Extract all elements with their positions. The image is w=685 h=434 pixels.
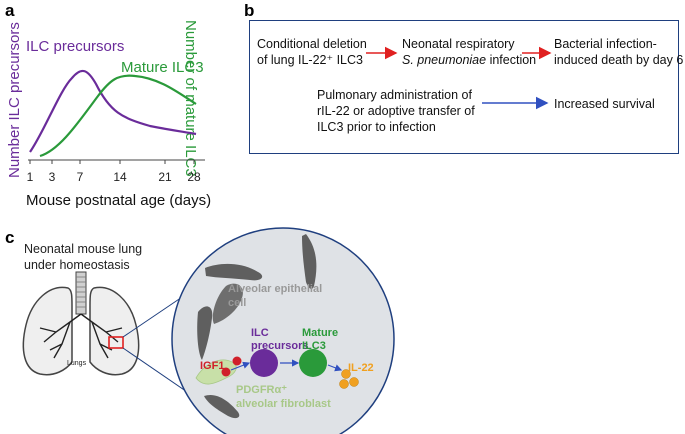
x-tick-28: 28: [187, 170, 201, 184]
panel-b-frame: [249, 20, 679, 154]
panel-c-title: Neonatal mouse lung under homeostasis: [24, 242, 143, 272]
left-lung: [22, 286, 73, 376]
mature-cell: [299, 349, 327, 377]
series-label-mature: Mature ILC3: [121, 59, 204, 76]
panel-b-arrows: [366, 46, 552, 110]
panel-label-a: a: [5, 1, 15, 20]
x-axis-label: Mouse postnatal age (days): [26, 192, 212, 209]
il22-label: IL-22: [348, 362, 374, 374]
panel-label-c: c: [5, 228, 15, 247]
x-tick-1: 1: [27, 170, 34, 184]
fibroblast-label: PDGFRα⁺ alveolar fibroblast: [236, 384, 331, 410]
deletion-text: Conditional deletion of lung IL-22⁺ ILC3: [257, 37, 367, 67]
series-label-precursors: ILC precursors: [26, 38, 125, 55]
x-tick-21: 21: [158, 170, 172, 184]
il22-dot-3: [349, 377, 359, 387]
mature-ilc3-label: Mature ILC3: [302, 327, 339, 352]
growth-chart: 1 3 7 14 21 28: [27, 69, 205, 184]
secretion-arrow: [327, 364, 343, 372]
igf1-label: IGF1: [200, 360, 225, 372]
epithelial-cell-left: [197, 306, 213, 360]
death-text: Bacterial infection- induced death by da…: [554, 37, 684, 67]
panel-label-b: b: [244, 1, 255, 20]
fibroblast-cell: [195, 359, 237, 385]
lungs-label: Lungs: [67, 360, 87, 367]
infection-text: Neonatal respiratory S. pneumoniae infec…: [402, 37, 537, 67]
x-tick-3: 3: [49, 170, 56, 184]
epithelial-cell-bottom: [204, 394, 240, 419]
il22-dot-2: [339, 379, 349, 389]
il22-dot-1: [341, 369, 351, 379]
epithelial-cell-top: [205, 263, 263, 281]
precursor-cell: [250, 349, 278, 377]
precursors-curve: [29, 69, 197, 153]
x-tick-14: 14: [113, 170, 127, 184]
alveolar-epithelial-label: Alveolar epithelial cell: [228, 283, 323, 309]
survival-text: Increased survival: [554, 97, 655, 111]
zoom-region-marker: [108, 336, 124, 349]
igf1-arrow: [230, 361, 251, 371]
igf1-dot-2: [232, 356, 242, 366]
x-tick-marks: [29, 160, 195, 164]
igf1-dot-1: [221, 367, 231, 377]
right-lung: [89, 286, 140, 376]
lungs-illustration: [22, 271, 140, 376]
mature-curve: [39, 74, 197, 158]
epithelial-cell-center: [212, 283, 243, 324]
ilc-precursors-label: ILC precursors: [251, 327, 309, 352]
epithelial-cell-upper-right: [302, 234, 317, 289]
treatment-text: Pulmonary administration of rIL-22 or ad…: [317, 88, 475, 134]
x-tick-7: 7: [77, 170, 84, 184]
zoom-circle: [171, 227, 395, 434]
